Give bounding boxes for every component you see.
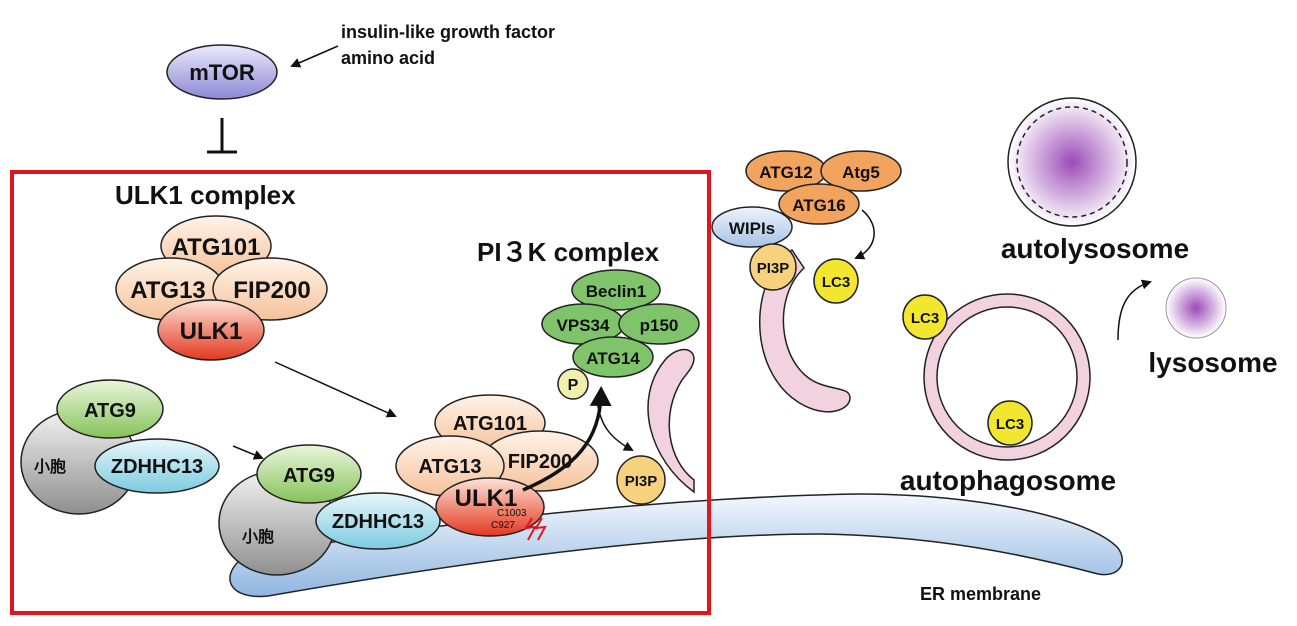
svg-text:ATG101: ATG101 [172,234,261,261]
svg-text:PI3P: PI3P [625,473,658,490]
lc3-node-1 [813,258,859,304]
input-line1: insulin-like growth factor [341,22,555,42]
svg-text:ATG101: ATG101 [453,413,527,435]
svg-text:ATG13: ATG13 [419,456,482,478]
atg5 [820,150,902,192]
autolysosome-outer [1007,97,1137,227]
autophagosome-label: autophagosome [900,465,1116,496]
input-line2: amino acid [341,48,435,68]
lysosome-shape [1165,277,1227,339]
svg-text:WIPIs: WIPIs [729,219,775,238]
ulk1-recruit-arrow [274,361,397,418]
svg-text:ZDHHC13: ZDHHC13 [332,511,424,533]
svg-text:VPS34: VPS34 [557,316,610,335]
svg-text:ATG9: ATG9 [84,400,136,422]
svg-text:FIP200: FIP200 [233,277,310,304]
palmitoylation-icon [524,517,547,541]
mtor-label: mTOR [189,60,255,85]
svg-text:LC3: LC3 [822,274,850,291]
svg-text:P: P [568,377,579,394]
beclin1 [571,269,661,311]
lc3-node-2 [902,294,948,340]
svg-text:ULK1: ULK1 [455,485,518,512]
svg-text:Atg5: Atg5 [842,163,880,182]
lysosome-label: lysosome [1148,347,1277,378]
atg16 [778,183,860,225]
wipis [711,206,793,248]
pi3p-arrow [596,399,634,451]
vesicle-arrow [232,445,264,460]
inhibition-symbol [207,118,237,154]
phospho-p [557,368,589,400]
svg-text:小胞: 小胞 [34,457,66,476]
svg-text:FIP200: FIP200 [508,451,572,473]
er-membrane-shape [229,493,1123,598]
lc3-node-3 [987,400,1033,446]
svg-text:ATG9: ATG9 [283,465,335,487]
site-c1003: C1003 [497,508,527,519]
svg-text:p150: p150 [640,316,679,335]
svg-text:LC3: LC3 [996,416,1024,433]
ulk1-top [157,299,265,361]
svg-text:ATG13: ATG13 [130,277,206,304]
site-c927: C927 [491,520,515,531]
lipidation-arrow [854,209,875,260]
pi3p-node-1 [616,455,666,505]
pi3k-complex-title: PI３K complex [477,237,660,267]
svg-text:ATG16: ATG16 [792,196,846,215]
svg-text:ATG14: ATG14 [586,349,640,368]
p150 [618,303,700,345]
autolysosome-inner [1016,106,1128,218]
autophagosome-inner [936,306,1078,448]
atg9-mid [256,444,362,504]
fip200-top [212,257,328,321]
svg-text:Beclin1: Beclin1 [586,282,646,301]
ulk1-bound [435,477,545,537]
highlight-box [10,170,711,615]
svg-text:小胞: 小胞 [242,527,274,546]
atg9-left [56,379,164,439]
phagophore-on-er [647,348,695,494]
activation-arrow [522,386,612,492]
svg-text:LC3: LC3 [911,310,939,327]
svg-text:ATG12: ATG12 [759,163,813,182]
svg-text:ULK1: ULK1 [180,318,243,345]
zdhhc13-left [94,438,220,494]
er-membrane-label: ER membrane [920,584,1041,604]
fusion-arrow [1117,279,1152,341]
atg14 [572,336,654,378]
svg-text:ZDHHC13: ZDHHC13 [111,456,203,478]
pi3p-node-2 [749,243,797,291]
mtor-node [166,44,278,100]
phagophore-mid [759,248,851,413]
zdhhc13-mid [315,492,441,550]
autolysosome-label: autolysosome [1001,233,1189,264]
input-arrow [290,45,339,68]
ulk1-complex-title: ULK1 complex [115,180,296,210]
svg-text:PI3P: PI3P [757,260,790,277]
